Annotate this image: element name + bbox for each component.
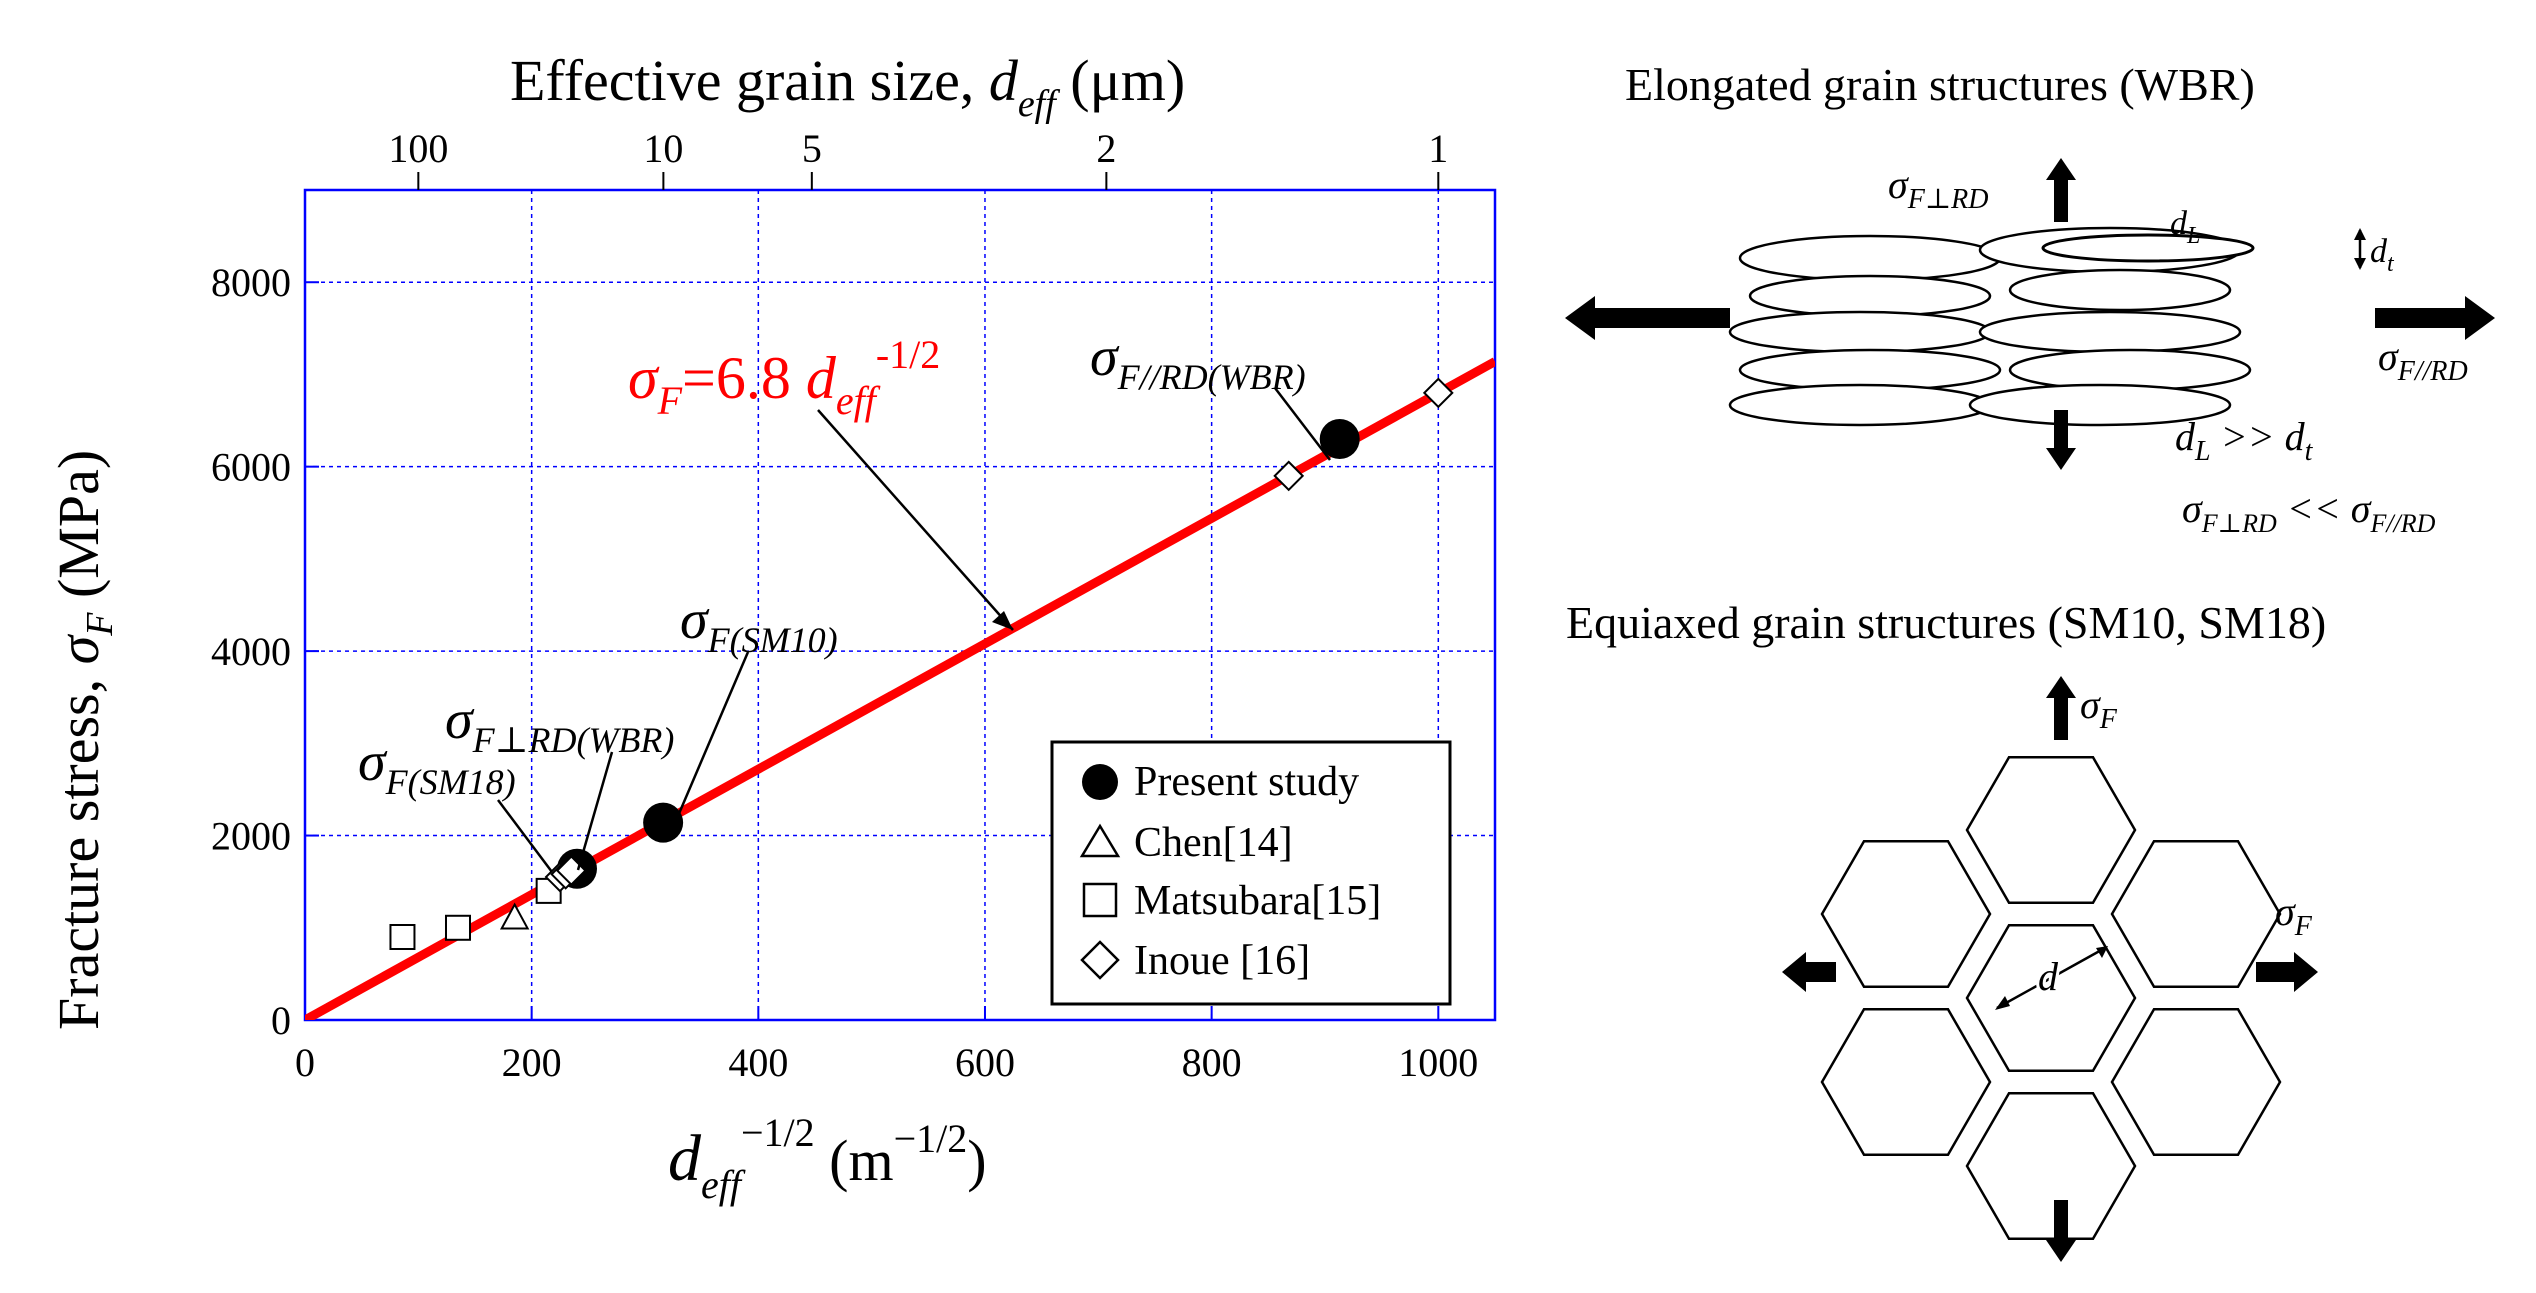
legend-marker-matsubara — [1082, 882, 1118, 918]
arrow-down — [2046, 410, 2076, 470]
arrow-left — [1782, 952, 1836, 992]
x-axis: 0 200 400 600 800 1000 — [295, 1006, 1478, 1085]
d-line — [1996, 946, 2106, 1010]
point-chen — [499, 902, 530, 930]
relation-1: dL >> dt — [2175, 414, 2314, 467]
hex-grain — [1820, 1008, 1992, 1156]
grain — [1968, 383, 2232, 427]
legend-marker-chen — [1079, 823, 1121, 858]
legend-label-inoue: Inoue [16] — [1134, 938, 1310, 984]
top-tick-label: 5 — [802, 126, 822, 171]
sigma-par-label: σF//RD — [2378, 334, 2468, 387]
point-inoue — [1422, 377, 1454, 409]
arrow-right — [2375, 296, 2495, 340]
top-axis: 100 10 5 2 1 — [388, 126, 1448, 190]
legend-marker-inoue — [1080, 940, 1120, 980]
sm10-leader — [670, 651, 750, 831]
legend: Present study Chen[14] Matsubara[15] Ino… — [1050, 740, 1452, 1006]
equiaxed-grain-schematic: Equiaxed grain structures (SM10, SM18) σ… — [1566, 597, 2326, 1262]
point-inoue — [1273, 460, 1305, 492]
x-tick-label: 200 — [502, 1040, 562, 1085]
y-tick-label: 4000 — [211, 629, 291, 674]
arrow-left — [1565, 296, 1730, 340]
top-tick-label: 2 — [1096, 126, 1116, 171]
top-axis-title: Effective grain size, deff (μm) — [510, 48, 1185, 125]
top-tick-label: 100 — [388, 126, 448, 171]
legend-label-matsubara: Matsubara[15] — [1134, 878, 1381, 924]
grain — [1728, 310, 1992, 354]
fit-arrowhead — [992, 611, 1013, 630]
hex-grain — [1965, 756, 2137, 904]
y-axis: 0 2000 4000 6000 8000 — [211, 260, 319, 1043]
y-tick-label: 6000 — [211, 445, 291, 490]
arrow-down — [2046, 1200, 2076, 1262]
hex-grain — [1965, 924, 2137, 1072]
dt-label: dt — [2370, 233, 2395, 277]
elongated-grain-schematic: Elongated grain structures (WBR) dL dt σ… — [1565, 59, 2495, 538]
grain — [1978, 310, 2242, 354]
grain — [1738, 234, 2002, 282]
grain — [1728, 383, 1992, 427]
x-axis-title: deff−1/2 (m−1/2) — [668, 1110, 987, 1207]
x-tick-label: 600 — [955, 1040, 1015, 1085]
plot-frame — [303, 188, 1497, 1022]
grain — [1748, 274, 1992, 318]
hex-grain — [2110, 1008, 2282, 1156]
dt-arrow-up — [2354, 228, 2366, 240]
d-arrow-1 — [1995, 996, 2010, 1010]
x-tick-label: 1000 — [1398, 1040, 1478, 1085]
top-tick-label: 10 — [643, 126, 683, 171]
x-tick-label: 800 — [1182, 1040, 1242, 1085]
wbr-perp-leader — [576, 751, 614, 871]
sigma-f-top: σF — [2080, 682, 2118, 735]
point-present-study — [1319, 419, 1360, 459]
arrow-up — [2046, 158, 2076, 222]
y-axis-title: Fracture stress, σF (MPa) — [46, 450, 121, 1030]
grain-highlight — [2041, 233, 2255, 263]
hexagon-grains — [1820, 756, 2282, 1240]
x-tick-label: 0 — [295, 1040, 315, 1085]
point-inoue — [555, 855, 587, 887]
legend-label-chen: Chen[14] — [1134, 820, 1293, 866]
arrow-up — [2046, 676, 2076, 740]
y-tick-label: 0 — [271, 998, 291, 1043]
grain — [2008, 268, 2232, 312]
elongated-title: Elongated grain structures (WBR) — [1625, 59, 2255, 110]
point-matsubara — [389, 924, 416, 950]
d-label: d — [2038, 954, 2059, 999]
y-tick-label: 8000 — [211, 260, 291, 305]
hex-grain — [2110, 840, 2282, 988]
sigma-f-right: σF — [2275, 889, 2313, 942]
x-tick-label: 400 — [728, 1040, 788, 1085]
sigma-perp-label: σF⊥RD — [1888, 162, 1989, 215]
wbr-par-annotation: σF//RD(WBR) — [1090, 326, 1306, 397]
sm18-leader — [497, 799, 553, 873]
point-present-study — [643, 802, 684, 843]
grain — [2008, 348, 2252, 392]
arrow-right — [2256, 952, 2318, 992]
point-matsubara — [444, 914, 471, 941]
y-tick-label: 2000 — [211, 814, 291, 859]
fit-annotation: σF=6.8 deff-1/2 — [628, 332, 940, 423]
data-points — [389, 377, 1454, 950]
hex-grain — [1820, 840, 1992, 988]
top-tick-label: 1 — [1428, 126, 1448, 171]
wbr-perp-annotation: σF⊥RD(WBR) — [445, 689, 674, 760]
legend-label-present: Present study — [1134, 759, 1359, 805]
legend-marker-present — [1082, 764, 1118, 800]
d-arrow-2 — [2096, 946, 2108, 958]
hex-grain — [1965, 1092, 2137, 1240]
fit-arrow — [817, 409, 1014, 631]
sm10-annotation: σF(SM10) — [680, 589, 838, 660]
wbr-par-leader — [1274, 387, 1331, 461]
relation-2: σF⊥RD << σF//RD — [2182, 486, 2436, 538]
equiaxed-title: Equiaxed grain structures (SM10, SM18) — [1566, 597, 2326, 648]
dt-arrow-down — [2354, 258, 2366, 270]
sm18-annotation: σF(SM18) — [358, 731, 516, 802]
